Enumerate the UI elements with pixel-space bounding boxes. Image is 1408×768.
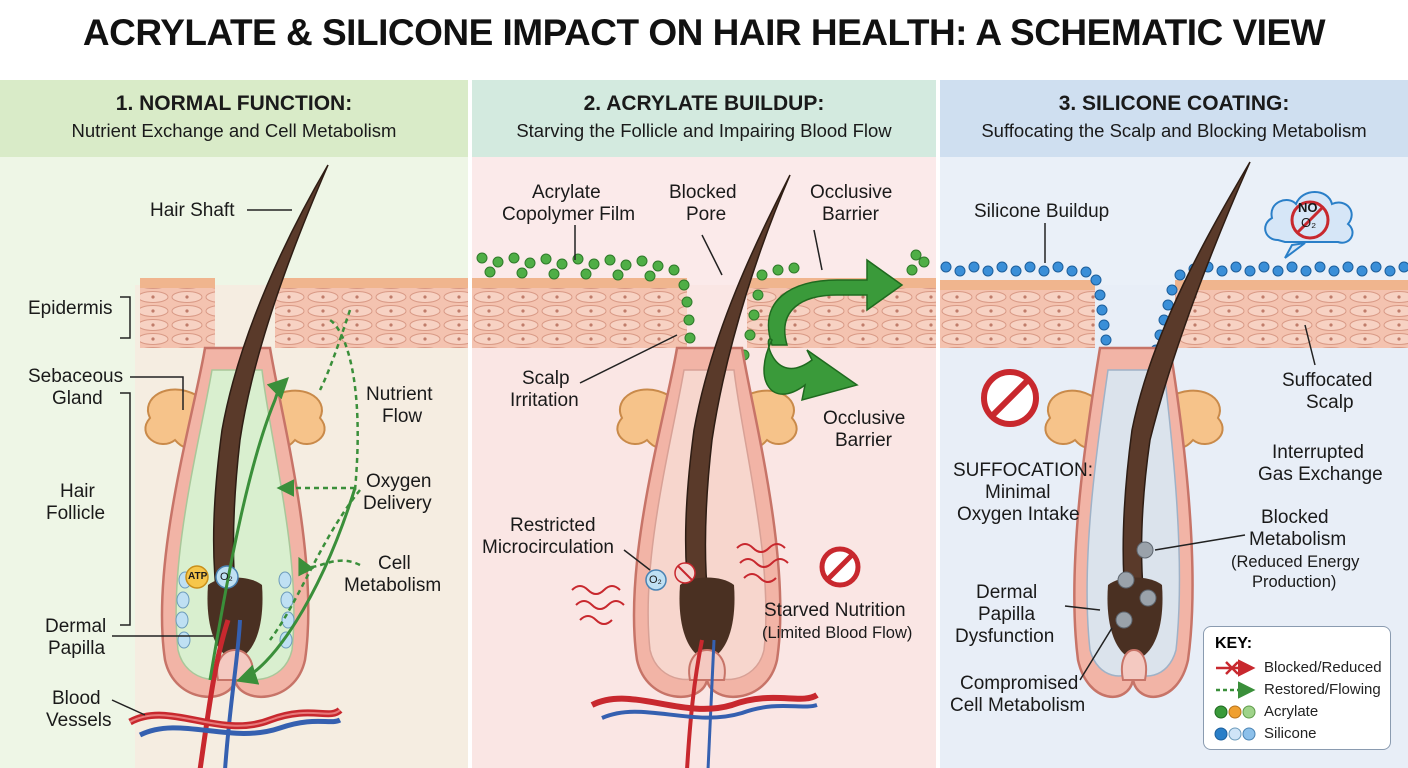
- legend-blocked: Blocked/Reduced: [1214, 659, 1382, 681]
- no-oxygen-1: NO: [1298, 200, 1318, 215]
- legend-key: KEY: Blocked/Reduced Restored/Flowing Ac…: [1203, 626, 1391, 750]
- label-starved-1: Starved Nutrition: [764, 600, 906, 621]
- main-title: ACRYLATE & SILICONE IMPACT ON HAIR HEALT…: [82, 12, 1326, 53]
- panel-3-header: [940, 80, 1408, 157]
- label-dysfunction-2: Papilla: [978, 604, 1036, 625]
- label-oxygen-1: Oxygen: [366, 471, 432, 492]
- label-blocked-1: Blocked: [1261, 507, 1329, 528]
- label-interrupted-2: Gas Exchange: [1258, 464, 1383, 485]
- label-starved-2: (Limited Blood Flow): [762, 624, 913, 642]
- label-barrier-mid-2: Barrier: [835, 430, 893, 451]
- legend-acrylate: Acrylate: [1214, 703, 1318, 725]
- label-micro-2: Microcirculation: [482, 537, 614, 558]
- label-epidermis: Epidermis: [28, 298, 113, 319]
- no-oxygen-2: O₂: [1301, 215, 1317, 230]
- label-barrier-top-1: Occlusive: [810, 182, 893, 203]
- legend-restored-label: Restored/Flowing: [1264, 681, 1381, 698]
- label-cell-2: Metabolism: [344, 575, 442, 596]
- label-oxygen-2: Delivery: [363, 493, 432, 514]
- panel-acrylate-buildup: 2. ACRYLATE BUILDUP: Starving the Follic…: [472, 80, 936, 768]
- label-papilla-2: Papilla: [48, 638, 106, 659]
- panel-1-subtitle: Nutrient Exchange and Cell Metabolism: [71, 120, 397, 141]
- label-suffocated-1: Suffocated: [1282, 370, 1373, 391]
- o2-molecule-label-2: O₂: [649, 574, 662, 586]
- label-micro-1: Restricted: [510, 515, 596, 536]
- label-suffocated-2: Scalp: [1306, 392, 1354, 413]
- label-barrier-mid-1: Occlusive: [823, 408, 906, 429]
- label-cell-1: Cell: [378, 553, 411, 574]
- silicone-dots-icon: [1214, 727, 1256, 741]
- panel-1-title: 1. NORMAL FUNCTION:: [115, 92, 353, 115]
- label-film-1: Acrylate: [532, 182, 601, 203]
- panel-normal-function: 1. NORMAL FUNCTION: Nutrient Exchange an…: [0, 80, 468, 768]
- label-dysfunction-1: Dermal: [976, 582, 1038, 603]
- label-compromised-1: Compromised: [960, 673, 1079, 694]
- hair-follicle-normal-diagram: [111, 164, 468, 768]
- label-nutrient-2: Flow: [382, 406, 423, 427]
- blocked-arrow-icon: [1216, 659, 1256, 677]
- label-film-2: Copolymer Film: [502, 204, 636, 225]
- label-buildup: Silicone Buildup: [974, 201, 1110, 222]
- label-pore-1: Blocked: [669, 182, 737, 203]
- label-interrupted-1: Interrupted: [1272, 442, 1364, 463]
- legend-acrylate-label: Acrylate: [1264, 703, 1319, 720]
- legend-restored: Restored/Flowing: [1214, 681, 1381, 703]
- acrylate-film: [476, 249, 930, 438]
- atp-molecule-label: ATP: [188, 571, 208, 582]
- label-suffocation-1: SUFFOCATION:: [953, 460, 1094, 481]
- hair-follicle-silicone-diagram: [940, 161, 1408, 768]
- legend-silicone: Silicone: [1214, 725, 1317, 747]
- hair-follicle-acrylate-diagram: [472, 174, 936, 768]
- label-suffocation-3: Oxygen Intake: [957, 504, 1080, 525]
- label-hair-shaft: Hair Shaft: [150, 200, 235, 221]
- label-blocked-2: Metabolism: [1249, 529, 1347, 550]
- acrylate-dots-icon: [1214, 705, 1256, 719]
- label-irritation-2: Irritation: [510, 390, 579, 411]
- label-compromised-2: Cell Metabolism: [950, 695, 1086, 716]
- label-blocked-3: (Reduced Energy: [1231, 553, 1360, 571]
- legend-blocked-label: Blocked/Reduced: [1264, 659, 1382, 676]
- panel-silicone-coating: 3. SILICONE COATING: Suffocating the Sca…: [940, 80, 1408, 768]
- label-suffocation-2: Minimal: [985, 482, 1051, 503]
- o2-molecule-label: O₂: [220, 571, 233, 583]
- label-blocked-4: Production): [1252, 573, 1337, 591]
- panel-3-title: 3. SILICONE COATING:: [1058, 92, 1290, 115]
- panel-1-header: [0, 80, 468, 157]
- label-follicle-1: Hair: [60, 481, 95, 502]
- label-sebaceous-2: Gland: [52, 388, 103, 409]
- label-nutrient-1: Nutrient: [366, 384, 433, 405]
- label-vessels-1: Blood: [52, 688, 101, 709]
- legend-title: KEY:: [1215, 635, 1253, 652]
- label-papilla-1: Dermal: [45, 616, 107, 637]
- panel-2-header: [472, 80, 936, 157]
- label-barrier-top-2: Barrier: [822, 204, 880, 225]
- legend-silicone-label: Silicone: [1264, 725, 1317, 742]
- label-irritation-1: Scalp: [522, 368, 570, 389]
- label-follicle-2: Follicle: [46, 503, 106, 524]
- panel-3-subtitle: Suffocating the Scalp and Blocking Metab…: [981, 120, 1367, 141]
- label-pore-2: Pore: [686, 204, 727, 225]
- panel-2-title: 2. ACRYLATE BUILDUP:: [583, 92, 825, 115]
- restored-arrow-icon: [1216, 681, 1256, 699]
- panel-2-subtitle: Starving the Follicle and Impairing Bloo…: [516, 120, 892, 141]
- label-vessels-2: Vessels: [46, 710, 112, 731]
- label-dysfunction-3: Dysfunction: [955, 626, 1055, 647]
- label-sebaceous-1: Sebaceous: [28, 366, 124, 387]
